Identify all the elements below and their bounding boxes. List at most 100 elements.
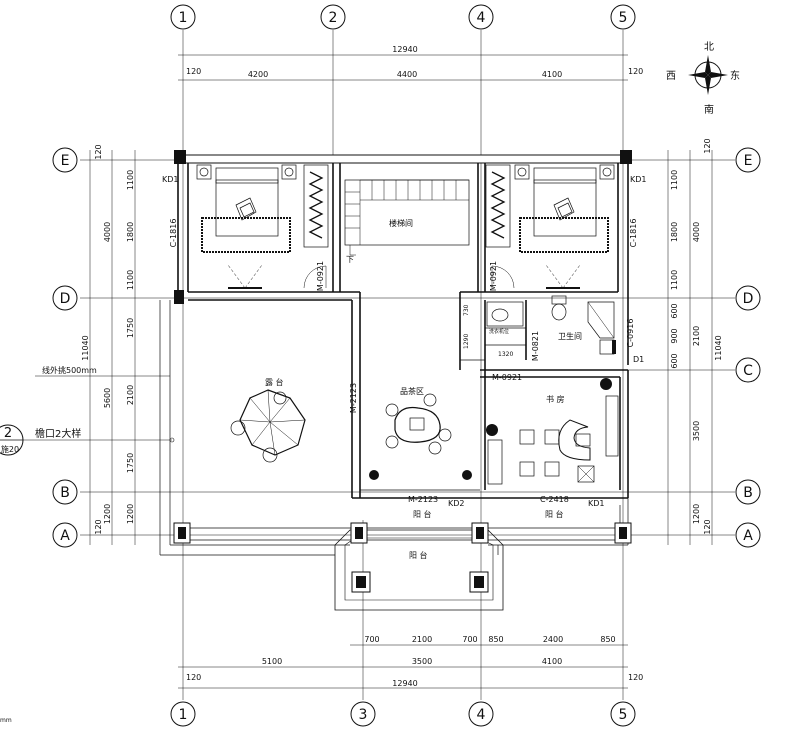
svg-text:12940: 12940: [392, 679, 417, 688]
svg-text:12940: 12940: [392, 45, 417, 54]
svg-text:M-2123: M-2123: [408, 495, 438, 504]
svg-text:C-0916: C-0916: [626, 319, 635, 348]
svg-text:4: 4: [477, 10, 486, 26]
corner-note: mm: [0, 717, 12, 724]
room-terrace-label: 露 台: [265, 377, 284, 387]
svg-text:M-0921: M-0921: [316, 261, 325, 291]
svg-text:KD1: KD1: [630, 175, 647, 184]
svg-text:120: 120: [628, 67, 643, 76]
bed-right: [514, 164, 615, 253]
svg-text:KD1: KD1: [588, 499, 605, 508]
svg-text:1320: 1320: [498, 351, 513, 358]
svg-text:3500: 3500: [692, 421, 701, 441]
svg-text:1100: 1100: [126, 170, 135, 190]
axis-bubble-top-2: 2: [320, 4, 346, 30]
svg-text:120: 120: [186, 673, 201, 682]
svg-text:B: B: [60, 485, 70, 501]
axis-bubble-left-E: E: [52, 147, 78, 173]
svg-text:2400: 2400: [543, 635, 563, 644]
svg-text:600: 600: [670, 303, 679, 318]
svg-text:11040: 11040: [81, 335, 90, 360]
svg-text:120: 120: [703, 138, 712, 153]
svg-text:4100: 4100: [542, 657, 562, 666]
svg-text:1200: 1200: [103, 504, 112, 524]
column-a4: [471, 522, 489, 544]
svg-text:C-2418: C-2418: [540, 495, 569, 504]
svg-text:E: E: [61, 153, 70, 169]
north-compass: 北 西 东 南: [666, 41, 740, 116]
svg-text:120: 120: [703, 519, 712, 534]
svg-text:1800: 1800: [126, 222, 135, 242]
svg-text:1800: 1800: [670, 222, 679, 242]
axis-bubble-bottom-3: 3: [350, 701, 376, 727]
svg-text:A: A: [60, 528, 70, 544]
column-a1: [173, 522, 191, 544]
room-balcony-front-label: 阳 台: [409, 550, 428, 560]
svg-text:KD1: KD1: [162, 175, 179, 184]
svg-text:120: 120: [628, 673, 643, 682]
columns: [173, 150, 632, 593]
svg-text:5: 5: [619, 707, 628, 723]
svg-text:1290: 1290: [463, 334, 470, 349]
axis-bubble-left-D: D: [52, 285, 78, 311]
svg-text:120: 120: [94, 519, 103, 534]
svg-text:4100: 4100: [542, 70, 562, 79]
svg-text:KD2: KD2: [448, 499, 465, 508]
room-tea-label: 品茶区: [400, 386, 424, 396]
svg-text:4000: 4000: [103, 222, 112, 242]
room-balcony-right-label: 阳 台: [545, 509, 564, 519]
left-dimensions: 11040 4000 5600 1200 1100 1800 1100 1750…: [81, 144, 136, 545]
outline-note: 线外挑500mm: [42, 365, 97, 375]
svg-text:B: B: [743, 485, 753, 501]
svg-text:1: 1: [179, 10, 188, 26]
tv-right: [545, 264, 581, 289]
svg-text:2100: 2100: [412, 635, 432, 644]
svg-text:700: 700: [462, 635, 477, 644]
svg-text:1200: 1200: [126, 504, 135, 524]
tea-table-set: [369, 393, 472, 480]
axis-bubble-top-1: 1: [170, 4, 196, 30]
svg-text:4: 4: [477, 707, 486, 723]
axis-bubble-top-4: 4: [468, 4, 494, 30]
axis-bubble-top-5: 5: [610, 4, 636, 30]
axis-grid-lines: [80, 30, 735, 700]
svg-text:1: 1: [179, 707, 188, 723]
axis-bubble-bottom-4: 4: [468, 701, 494, 727]
svg-text:120: 120: [94, 144, 103, 159]
column-a5: [614, 522, 632, 544]
stair-label: 楼梯间: [389, 218, 413, 228]
svg-text:11040: 11040: [714, 335, 723, 360]
svg-text:3: 3: [359, 707, 368, 723]
bed-left: [196, 164, 297, 253]
svg-text:850: 850: [488, 635, 503, 644]
svg-text:850: 850: [600, 635, 615, 644]
svg-text:C-1816: C-1816: [629, 219, 638, 248]
walls: [159, 154, 629, 611]
svg-text:C: C: [743, 363, 753, 379]
svg-text:檐口2大样: 檐口2大样: [35, 427, 81, 440]
svg-text:5100: 5100: [262, 657, 282, 666]
column-a3: [350, 522, 368, 544]
svg-text:1100: 1100: [126, 270, 135, 290]
svg-text:西: 西: [666, 71, 676, 82]
axis-bubble-left-B: B: [52, 479, 78, 505]
svg-text:700: 700: [364, 635, 379, 644]
svg-text:600: 600: [670, 353, 679, 368]
svg-text:北: 北: [704, 41, 714, 53]
svg-text:3500: 3500: [412, 657, 432, 666]
axis-bubble-right-A: A: [735, 522, 761, 548]
axis-bubble-bottom-5: 5: [610, 701, 636, 727]
svg-text:900: 900: [670, 328, 679, 343]
svg-text:A: A: [743, 528, 753, 544]
detail-callout: 2 施20 檐口2大样: [0, 424, 175, 456]
svg-text:120: 120: [186, 67, 201, 76]
bottom-dimensions: 700 2100 700 850 2400 850 5100 3500 4100…: [178, 635, 643, 689]
top-dimensions: 12940 120 120 4200 4400 4100: [178, 45, 643, 81]
svg-text:C-1816: C-1816: [169, 219, 178, 248]
svg-text:1750: 1750: [126, 318, 135, 338]
axis-bubble-right-D: D: [735, 285, 761, 311]
stair-down-label: 下: [346, 255, 354, 264]
axis-bubble-right-E: E: [735, 147, 761, 173]
svg-text:730: 730: [463, 304, 470, 316]
